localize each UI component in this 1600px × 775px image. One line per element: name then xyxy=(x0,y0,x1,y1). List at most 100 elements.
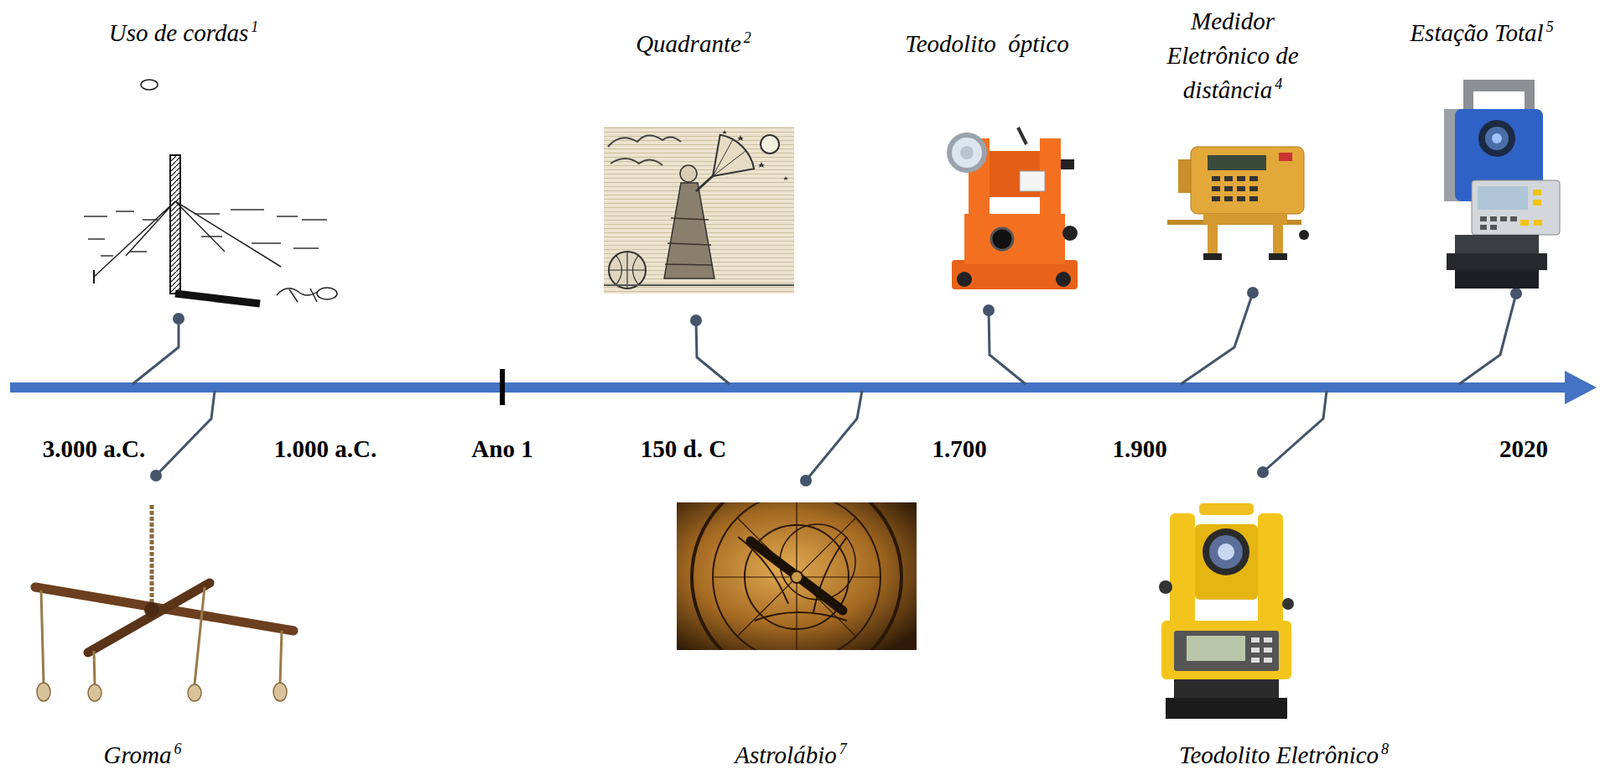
year-label-group: 1.700 xyxy=(931,434,987,464)
leader-line xyxy=(1459,293,1517,385)
distance-meter xyxy=(1203,253,1222,260)
astrolabe-photo xyxy=(691,502,902,650)
groma-instrument xyxy=(150,504,155,603)
caption-group: Uso de cordas1 xyxy=(109,18,259,48)
total-station xyxy=(1454,234,1539,254)
footnote-number: 8 xyxy=(1381,740,1389,758)
electronic-theodolite xyxy=(1161,620,1292,680)
timeline-axis xyxy=(1564,370,1597,405)
quadrant-engraving xyxy=(680,165,697,182)
electronic-theodolite xyxy=(1217,543,1235,561)
electronic-theodolite xyxy=(1165,697,1288,719)
caption-group: Astrolábio7 xyxy=(734,740,847,770)
groma-instrument xyxy=(88,582,210,653)
optical-theodolite xyxy=(956,271,972,287)
quadrant-engraving xyxy=(712,135,754,177)
distance-meter xyxy=(1224,186,1233,192)
leader-dot xyxy=(1510,287,1523,300)
electronic-theodolite xyxy=(1282,597,1294,610)
optical-theodolite xyxy=(946,127,1078,290)
optical-theodolite xyxy=(946,132,988,173)
distance-meter xyxy=(1272,223,1284,256)
optical-theodolite xyxy=(1018,127,1027,145)
leader-dot xyxy=(172,312,185,325)
distance-meter xyxy=(1211,186,1221,192)
quadrant-engraving xyxy=(603,284,795,286)
leader-line xyxy=(1262,390,1327,473)
distance-meter xyxy=(1211,176,1221,182)
year-label-group: Ano 1 xyxy=(471,434,533,464)
total-station xyxy=(1510,216,1517,222)
footnote-number: 7 xyxy=(839,740,847,758)
astrolabe-photo xyxy=(737,536,847,621)
year-label: 1.900 xyxy=(1111,435,1167,463)
year-label-group: 1.900 xyxy=(1111,434,1167,464)
groma-instrument xyxy=(41,590,44,683)
total-station xyxy=(1520,189,1543,226)
leader-line xyxy=(1180,292,1253,385)
caption-group: Quadrante2 xyxy=(635,29,752,59)
rope-sketch xyxy=(74,76,343,305)
astrolabe-photo xyxy=(790,571,803,583)
leader-line xyxy=(696,320,730,385)
distance-meter xyxy=(1203,213,1288,224)
electronic-theodolite xyxy=(1174,630,1279,671)
groma-instrument xyxy=(280,630,282,683)
year-label: 1.000 a.C. xyxy=(274,435,377,463)
groma-instrument xyxy=(36,682,51,702)
footnote-number: 2 xyxy=(743,29,752,47)
total-station xyxy=(1524,79,1535,114)
astrolabe-photo xyxy=(691,502,902,650)
footnote-number: 1 xyxy=(250,18,259,36)
electronic-theodolite xyxy=(1257,513,1284,631)
optical-theodolite xyxy=(951,259,1078,290)
optical-theodolite xyxy=(1019,171,1045,192)
total-station xyxy=(1490,224,1497,230)
optical-theodolite xyxy=(991,228,1013,250)
astrolabe-photo xyxy=(676,502,917,650)
optical-theodolite xyxy=(1062,225,1078,241)
caption-group: Medidor Eletrônico de distância4 xyxy=(1148,4,1317,108)
groma-instrument xyxy=(187,684,202,702)
distance-meter xyxy=(1249,186,1258,192)
instrument-caption: Uso de cordas xyxy=(109,19,249,47)
rope-sketch xyxy=(175,293,260,304)
electronic-theodolite xyxy=(1251,637,1260,643)
caption-group: Teodolito Eletrônico8 xyxy=(1179,740,1389,770)
distance-meter xyxy=(1207,223,1218,256)
quadrant-engraving xyxy=(696,174,715,192)
year-label: 3.000 a.C. xyxy=(42,435,146,463)
leader-line xyxy=(132,292,1517,481)
total-station xyxy=(1478,119,1516,157)
quadrant-engraving xyxy=(760,135,780,154)
groma-instrument xyxy=(194,587,205,685)
year-label-group: 2020 xyxy=(1499,434,1549,464)
rope-sketch xyxy=(316,287,338,300)
distance-meter xyxy=(1236,196,1246,202)
rope-sketch xyxy=(93,201,281,277)
optical-theodolite xyxy=(951,137,982,168)
instrument-caption: Quadrante xyxy=(635,30,742,58)
astrolabe-photo xyxy=(712,502,881,650)
quadrant-engraving xyxy=(608,251,646,289)
rope-sketch xyxy=(93,270,95,284)
leader-dot xyxy=(1257,466,1269,478)
quadrant-engraving xyxy=(603,126,795,294)
distance-meter xyxy=(1249,196,1258,202)
electronic-theodolite xyxy=(1251,637,1273,663)
total-station xyxy=(1477,186,1528,210)
distance-meter xyxy=(1190,146,1304,214)
leader-line xyxy=(132,318,179,385)
total-station xyxy=(1532,199,1542,206)
total-station xyxy=(1446,253,1548,271)
total-station xyxy=(1491,133,1502,144)
instrument-caption: Groma xyxy=(103,741,172,769)
electronic-theodolite xyxy=(1263,647,1273,653)
total-station xyxy=(1490,216,1497,222)
year-label: 150 d. C xyxy=(640,435,727,463)
quadrant-engraving xyxy=(608,251,646,289)
electronic-theodolite xyxy=(1263,637,1273,643)
leader-dot xyxy=(1246,286,1259,299)
groma-instrument xyxy=(144,602,160,618)
